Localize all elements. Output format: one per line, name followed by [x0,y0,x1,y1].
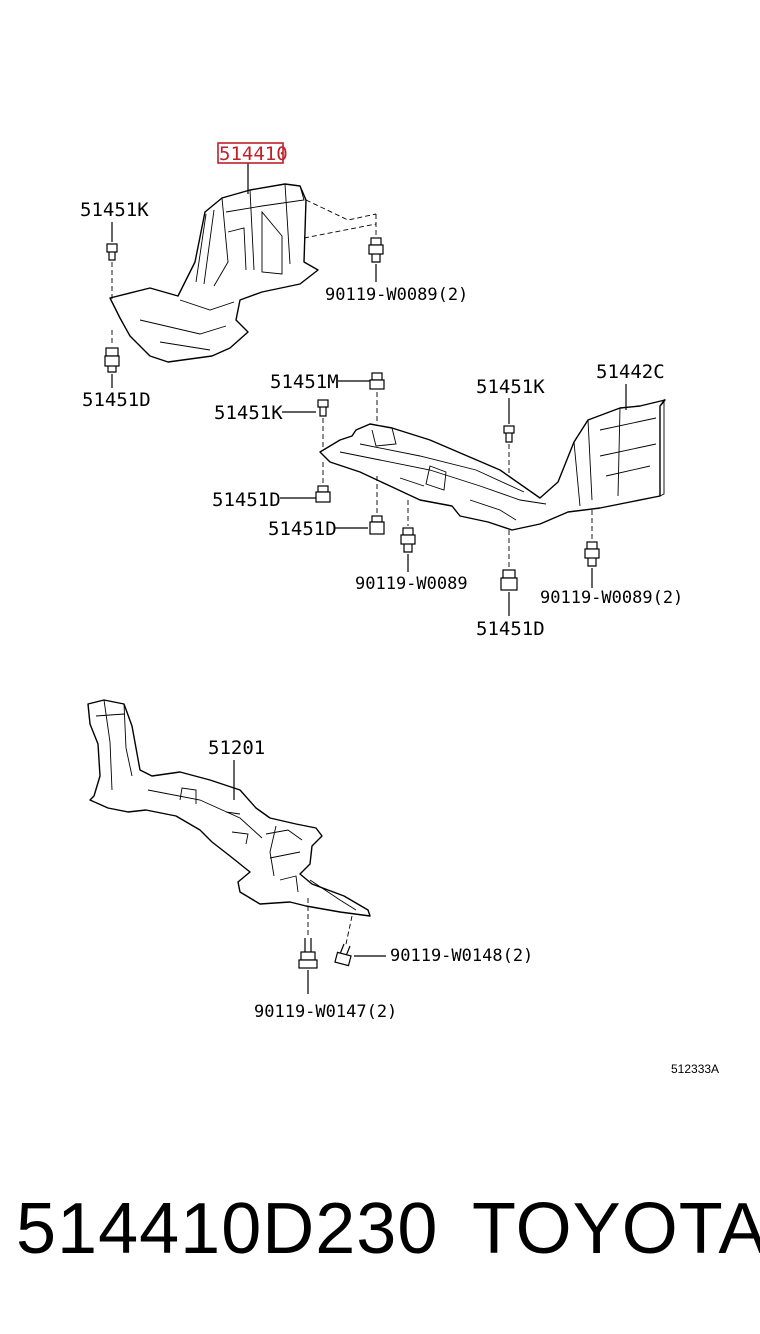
bolt-90119-w0089-c [584,541,600,567]
label-51451d-a: 51451D [82,389,151,411]
parts-diagram: 514410 51451K 51451D 90119-W0089(2) 5144… [80,142,719,1076]
highlight-box-514410 [217,142,284,164]
label-90119-w0089-2-b: 90119-W0089(2) [540,588,683,608]
label-51451k-b: 51451K [214,402,283,424]
label-51451k-c: 51451K [476,376,545,398]
label-90119-w0148-2: 90119-W0148(2) [390,946,533,966]
diagram-reference-code: 512333A [671,1062,719,1076]
bolt-51451d-c [369,515,385,535]
label-51201: 51201 [208,737,265,759]
bolt-51451d-d [500,569,518,591]
label-51442c: 51442C [596,361,665,383]
bolt-51451d-b [315,485,331,503]
part-51442c-drawing [319,398,666,531]
bolt-51451d-a [104,347,120,373]
label-51451d-d: 51451D [476,618,545,640]
label-90119-w0089: 90119-W0089 [355,574,468,594]
part-51201-drawing [87,699,371,917]
bolt-90119-w0089-a [368,237,384,263]
footer: 514410D230 TOYOTA [0,1180,760,1290]
label-514410: 514410 [219,143,288,165]
bolt-90119-w0148 [334,943,352,967]
label-90119-w0147-2: 90119-W0147(2) [254,1002,397,1022]
brand-name: TOYOTA [472,1189,760,1269]
label-51451k-a: 51451K [80,199,149,221]
part-514410-drawing [109,183,319,363]
label-51451m: 51451M [270,371,339,393]
part-number: 514410D230 [16,1189,439,1269]
clip-51451m [369,372,385,390]
label-51451d-c: 51451D [268,518,337,540]
bolt-90119-w0147 [298,938,318,969]
clip-51451k-b [317,399,329,417]
clip-51451k-a [106,243,118,261]
label-90119-w0089-2-a: 90119-W0089(2) [325,285,468,305]
label-51451d-b: 51451D [212,489,281,511]
clip-51451k-c [503,425,515,443]
bolt-90119-w0089-b [400,527,416,553]
